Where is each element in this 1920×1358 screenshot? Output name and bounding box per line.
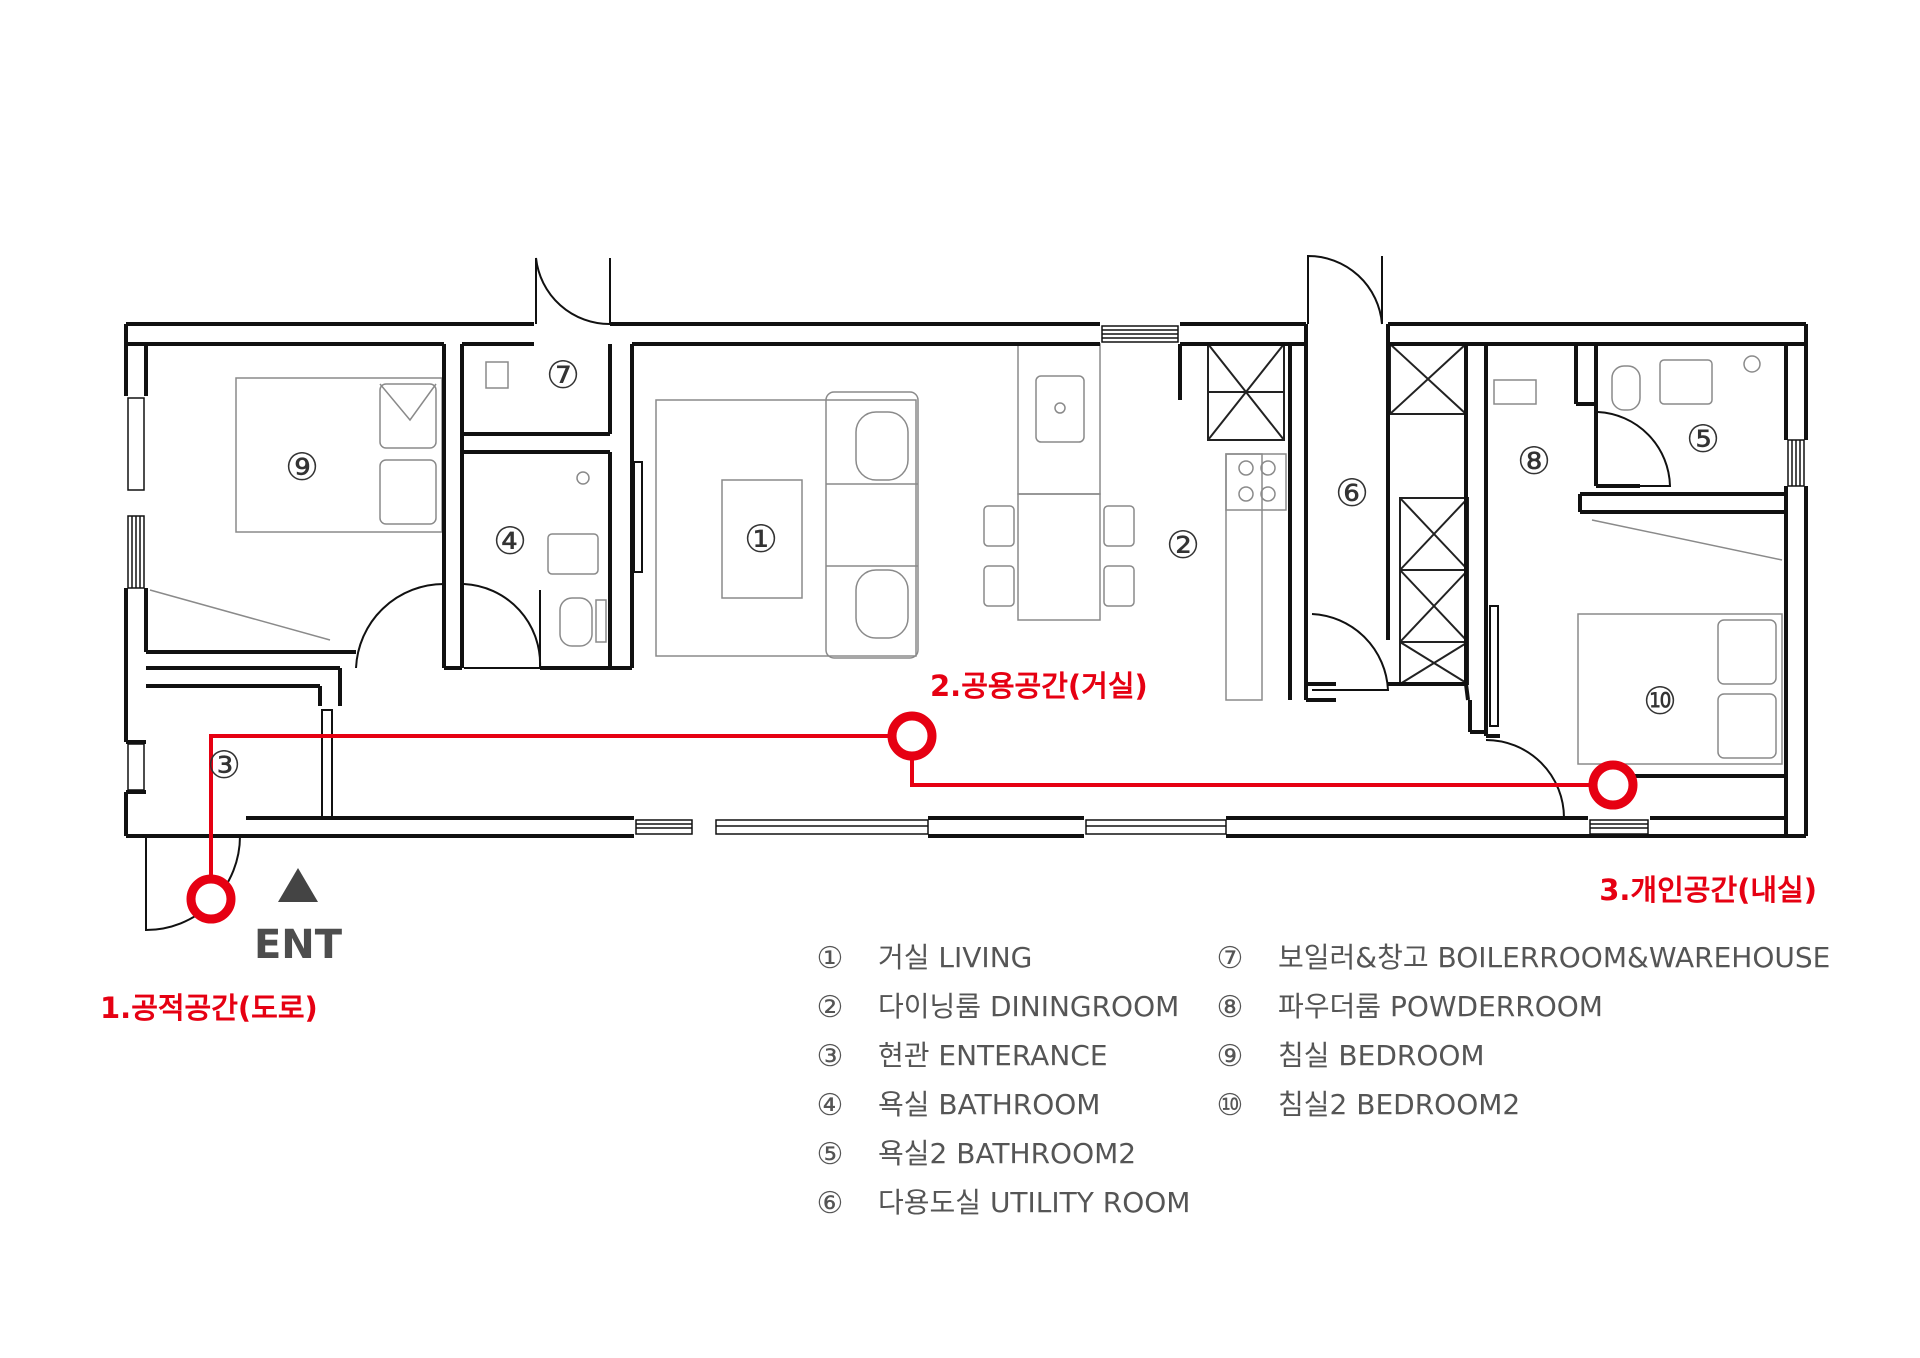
- legend-label: 다용도실 UTILITY ROOM: [878, 1186, 1190, 1219]
- legend-number: ⑧: [1217, 990, 1244, 1025]
- legend-number: ②: [817, 990, 844, 1025]
- legend-label: 거실 LIVING: [878, 941, 1032, 974]
- room-number-1: ①: [744, 517, 778, 561]
- legend-item: ⑥ 다용도실 UTILITY ROOM: [817, 1186, 1191, 1221]
- room-number-7: ⑦: [546, 353, 580, 397]
- legend-label: 욕실2 BATHROOM2: [878, 1137, 1136, 1170]
- legend-number: ①: [817, 941, 844, 976]
- bed2-icon: [1577, 613, 1783, 765]
- door-icon: [355, 582, 445, 669]
- legend-item: ⑩ 침실2 BEDROOM2: [1217, 1088, 1521, 1123]
- room-numbers: ⑨ ⑦ ④ ③ ① ② ⑥ ⑧ ⑤ ⑩: [207, 353, 1720, 787]
- legend-label: 보일러&창고 BOILERROOM&WAREHOUSE: [1278, 941, 1830, 974]
- sink-icon: [1017, 343, 1101, 495]
- door-icon: [1307, 254, 1383, 325]
- walls: [124, 322, 1808, 838]
- bathroom2-fixtures-icon: [1611, 355, 1761, 411]
- zone-label-private: 3.개인공간(내실): [1599, 873, 1817, 907]
- legend-label: 파우더룸 POWDERROOM: [1278, 990, 1603, 1023]
- legend-item: ⑤ 욕실2 BATHROOM2: [817, 1137, 1137, 1172]
- legend-item: ① 거실 LIVING: [817, 941, 1033, 976]
- doors: [145, 254, 1672, 932]
- sofa-icon: [655, 391, 919, 659]
- legend-number: ③: [817, 1039, 844, 1074]
- legend-number: ⑦: [1217, 941, 1244, 976]
- legend-label: 침실2 BEDROOM2: [1278, 1088, 1520, 1121]
- bathroom-fixtures-icon: [547, 471, 607, 647]
- legend: ① 거실 LIVING ② 다이닝룸 DININGROOM ③ 현관 ENTER…: [817, 941, 1831, 1221]
- circulation-route: [186, 711, 1638, 924]
- windows: [127, 325, 1805, 835]
- zone-label-common: 2.공용공간(거실): [930, 669, 1148, 703]
- legend-item: ④ 욕실 BATHROOM: [817, 1088, 1101, 1123]
- legend-number: ⑩: [1217, 1088, 1244, 1123]
- dining-table-icon: [983, 493, 1135, 621]
- legend-number: ⑨: [1217, 1039, 1244, 1074]
- triangle-up-icon: [278, 868, 318, 902]
- room-number-4: ④: [493, 519, 527, 563]
- room-number-6: ⑥: [1335, 471, 1369, 515]
- legend-label: 욕실 BATHROOM: [878, 1088, 1100, 1121]
- legend-item: ⑦ 보일러&창고 BOILERROOM&WAREHOUSE: [1217, 941, 1831, 976]
- cabinets: [1207, 343, 1469, 685]
- legend-item: ⑨ 침실 BEDROOM: [1217, 1039, 1485, 1074]
- legend-number: ⑥: [817, 1186, 844, 1221]
- room-number-10: ⑩: [1643, 679, 1677, 723]
- cooktop-icon: [1225, 453, 1287, 511]
- legend-item: ② 다이닝룸 DININGROOM: [817, 990, 1180, 1025]
- legend-item: ③ 현관 ENTERANCE: [817, 1039, 1108, 1074]
- room-number-8: ⑧: [1517, 439, 1551, 483]
- door-icon: [1597, 411, 1672, 487]
- room-number-9: ⑨: [285, 445, 319, 489]
- legend-label: 침실 BEDROOM: [1278, 1039, 1485, 1072]
- furniture: [149, 343, 1783, 765]
- route-point-private: [1588, 760, 1638, 810]
- legend-item: ⑧ 파우더룸 POWDERROOM: [1217, 990, 1603, 1025]
- route-point-public: [186, 874, 236, 924]
- legend-number: ⑤: [817, 1137, 844, 1172]
- room-number-2: ②: [1166, 523, 1200, 567]
- door-icon: [1485, 739, 1566, 819]
- bed-icon: [235, 377, 443, 533]
- legend-label: 현관 ENTERANCE: [878, 1039, 1108, 1072]
- legend-number: ④: [817, 1088, 844, 1123]
- room-number-5: ⑤: [1686, 417, 1720, 461]
- legend-label: 다이닝룸 DININGROOM: [878, 990, 1179, 1023]
- boiler-icon: [485, 361, 509, 389]
- entrance-label: ENT: [254, 922, 343, 968]
- door-icon: [535, 257, 611, 326]
- door-icon: [1311, 613, 1390, 691]
- door-icon: [463, 583, 542, 669]
- route-point-common: [887, 711, 937, 761]
- room-number-3: ③: [207, 743, 241, 787]
- zone-label-public: 1.공적공간(도로): [100, 991, 318, 1025]
